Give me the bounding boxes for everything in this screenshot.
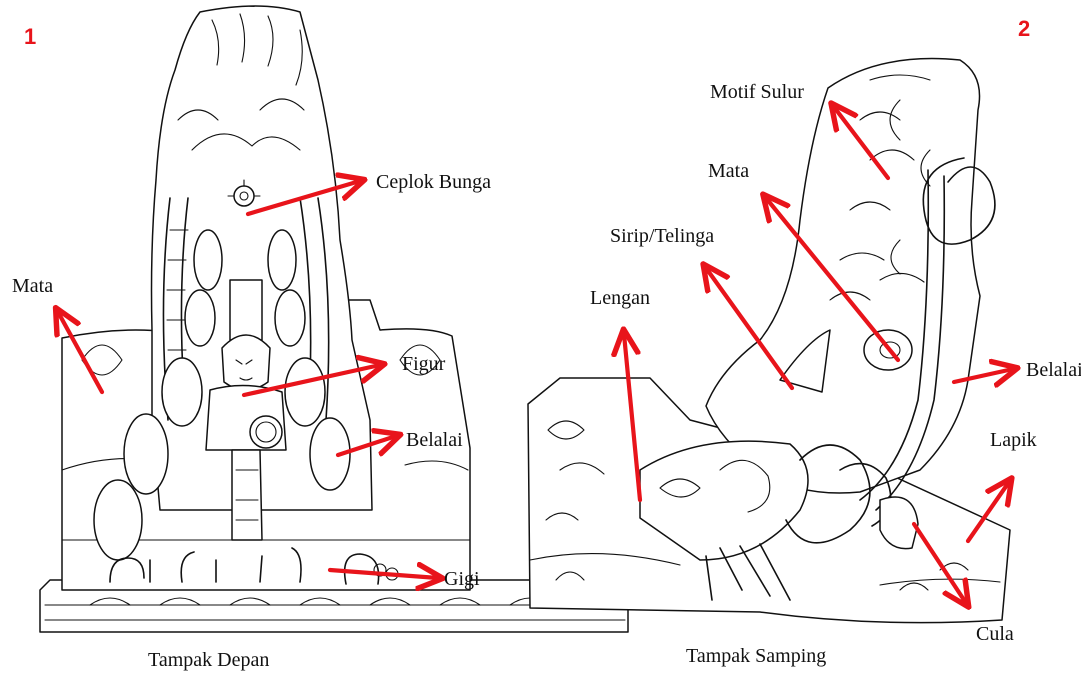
label-gigi: Gigi	[444, 568, 480, 590]
label-sirip-telinga: Sirip/Telinga	[610, 225, 714, 247]
panel-2-number: 2	[1018, 16, 1030, 41]
panel-1-caption: Tampak Depan	[148, 649, 269, 671]
side-view-illustration	[528, 59, 1010, 623]
panel-2-side-view: 2 Tampak Samping Motif Sulur Mata Sirip/…	[528, 16, 1081, 667]
label-motif-sulur: Motif Sulur	[710, 81, 804, 103]
panel-1-number: 1	[24, 24, 36, 49]
panel-2-caption: Tampak Samping	[686, 645, 826, 667]
label-mata-front: Mata	[12, 275, 53, 297]
label-cula: Cula	[976, 623, 1014, 645]
label-ceplok-bunga: Ceplok Bunga	[376, 171, 491, 193]
label-belalai-side: Belalai	[1026, 359, 1081, 381]
label-figur: Figur	[402, 353, 446, 375]
label-belalai-front: Belalai	[406, 429, 463, 451]
label-lengan: Lengan	[590, 287, 650, 309]
label-mata-side: Mata	[708, 160, 749, 182]
label-lapik: Lapik	[990, 429, 1037, 451]
